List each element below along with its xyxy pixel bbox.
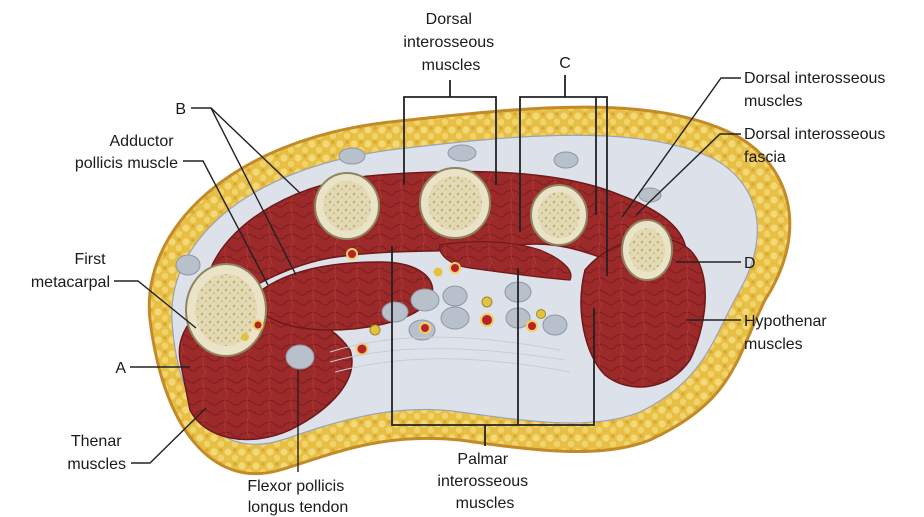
label-flexor-pollicis-longus: Flexor pollicis longus tendon [247, 478, 348, 516]
second-metacarpal-bone [315, 173, 379, 239]
label-dorsal-interosseous-fascia: Dorsal interosseous fascia [744, 126, 890, 166]
label-d: D [744, 255, 756, 272]
fifth-metacarpal-bone [622, 220, 672, 280]
label-dorsal-interosseous-top: Dorsal interosseous muscles [403, 11, 498, 74]
label-thenar-muscles: Thenar muscles [67, 433, 126, 473]
first-metacarpal-bone [186, 264, 266, 356]
label-dorsal-interosseous-right: Dorsal interosseous muscles [744, 70, 890, 110]
label-adductor-pollicis: Adductor pollicis muscle [75, 133, 178, 172]
label-hypothenar-muscles: Hypothenar muscles [744, 313, 831, 353]
fourth-metacarpal-bone [531, 185, 587, 245]
third-metacarpal-bone [420, 168, 490, 238]
label-b: B [175, 101, 186, 118]
label-a: A [115, 360, 126, 377]
label-palmar-interosseous: Palmar interosseous muscles [437, 451, 532, 512]
label-c: C [559, 55, 571, 72]
label-first-metacarpal: First metacarpal [31, 251, 110, 291]
